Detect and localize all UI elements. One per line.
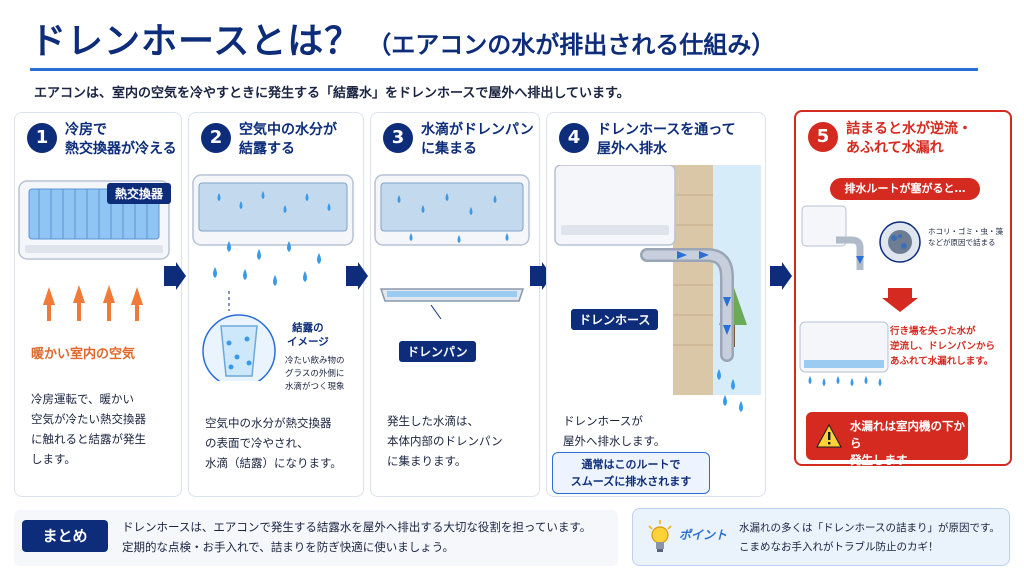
step-3-illustration xyxy=(374,174,530,320)
warm-air-arrows xyxy=(43,285,143,321)
step-2-heading: 空気中の水分が 結露する xyxy=(239,122,337,157)
step-5-panel: 5 詰まると水が逆流・ あふれて水漏れ 排水ルートが塞がると… ホコリ・ゴミ・虫… xyxy=(794,110,1012,467)
title-main: ドレンホースとは？ xyxy=(30,21,362,62)
page-title: ドレンホースとは？（エアコンの水が排出される仕組み） xyxy=(30,12,1000,64)
lightbulb-icon xyxy=(648,520,672,552)
flow-arrow-icon xyxy=(770,262,792,290)
step-5-heading: 詰まると水が逆流・ あふれて水漏れ xyxy=(846,121,972,156)
step-5-illustration xyxy=(799,205,921,386)
step-2-number: 2 xyxy=(201,123,231,153)
intro-text: エアコンは、室内の空気を冷やすときに発生する「結露水」をドレンホースで屋外へ排出… xyxy=(34,86,630,101)
drain-hose-tag: ドレンホース xyxy=(571,309,659,330)
step-4-body: ドレンホースが 屋外へ排水します。 xyxy=(563,414,666,448)
step-4-heading: ドレンホースを通って 屋外へ排水 xyxy=(597,122,736,157)
condensation-callout-title: 結露の イメージ xyxy=(287,322,329,348)
step-1-number: 1 xyxy=(27,123,57,153)
backflow-text: 行き場を失った水が 逆流し、ドレンパンから あふれて水漏れします。 xyxy=(890,326,995,367)
flow-arrow-icon xyxy=(346,262,368,290)
step-1-panel: 1 冷房で 熱交換器が冷える 熱交換器 暖かい室内の空気 冷房運転で、暖かい 空… xyxy=(14,112,182,497)
step-2-illustration xyxy=(192,174,354,381)
warning-icon xyxy=(816,424,842,448)
step-5-number: 5 xyxy=(808,122,838,152)
title-divider xyxy=(30,68,978,71)
step-1-body: 冷房運転で、暖かい 空気が冷たい熱交換器 に触れると結露が発生 します。 xyxy=(31,392,146,466)
summary-section: まとめ ドレンホースは、エアコンで発生する結露水を屋外へ排出する大切な役割を担っ… xyxy=(14,510,618,566)
condensation-callout-text: 冷たい飲み物の グラスの外側に 水滴がつく現象 xyxy=(285,356,345,392)
heat-exchanger-tag: 熱交換器 xyxy=(107,183,172,204)
step-3-heading: 水滴がドレンパン に集まる xyxy=(421,122,534,157)
point-label: ポイント xyxy=(679,528,728,542)
leak-warning-text: 水漏れは室内機の下から 発生します xyxy=(850,419,965,467)
drain-pan-tag: ドレンパン xyxy=(399,341,476,362)
point-text: 水漏れの多くは「ドレンホースの詰まり」が原因です。 こまめなお手入れがトラブル防… xyxy=(739,522,1000,553)
step-3-number: 3 xyxy=(383,123,413,153)
clog-label: 排水ルートが塞がると… xyxy=(830,178,980,200)
step-2-panel: 2 空気中の水分が 結露する 結露の イメージ 冷たい飲み物の グラスの外側に … xyxy=(188,112,364,497)
step-1-heading: 冷房で 熱交換器が冷える xyxy=(65,122,177,157)
flow-arrow-icon xyxy=(164,262,186,290)
title-subtitle: （エアコンの水が排出される仕組み） xyxy=(367,31,776,59)
normal-route-note: 通常はこのルートで スムーズに排水されます xyxy=(552,452,710,494)
step-2-body: 空気中の水分が熱交換器 の表面で冷やされ、 水滴（結露）になります。 xyxy=(205,416,342,470)
warm-air-label: 暖かい室内の空気 xyxy=(31,347,136,362)
leak-warning: 水漏れは室内機の下から 発生します xyxy=(806,412,968,467)
summary-badge: まとめ xyxy=(22,520,108,552)
summary-text: ドレンホースは、エアコンで発生する結露水を屋外へ排出する大切な役割を担っています… xyxy=(122,520,592,554)
step-4-illustration xyxy=(554,165,761,412)
step-3-panel: 3 水滴がドレンパン に集まる ドレンパン 発生した水滴は、 本体内部のドレンパ… xyxy=(370,112,540,497)
clog-detail: ホコリ・ゴミ・虫・藻 などが原因で詰まる xyxy=(928,227,1003,247)
step-4-number: 4 xyxy=(559,123,589,153)
step-3-body: 発生した水滴は、 本体内部のドレンパン に集まります。 xyxy=(387,414,503,468)
point-section: ポイント 水漏れの多くは「ドレンホースの詰まり」が原因です。 こまめなお手入れが… xyxy=(632,508,1010,566)
step-4-panel: 4 ドレンホースを通って 屋外へ排水 ドレンホース ドレンホースが 屋外へ排水し… xyxy=(546,112,766,497)
